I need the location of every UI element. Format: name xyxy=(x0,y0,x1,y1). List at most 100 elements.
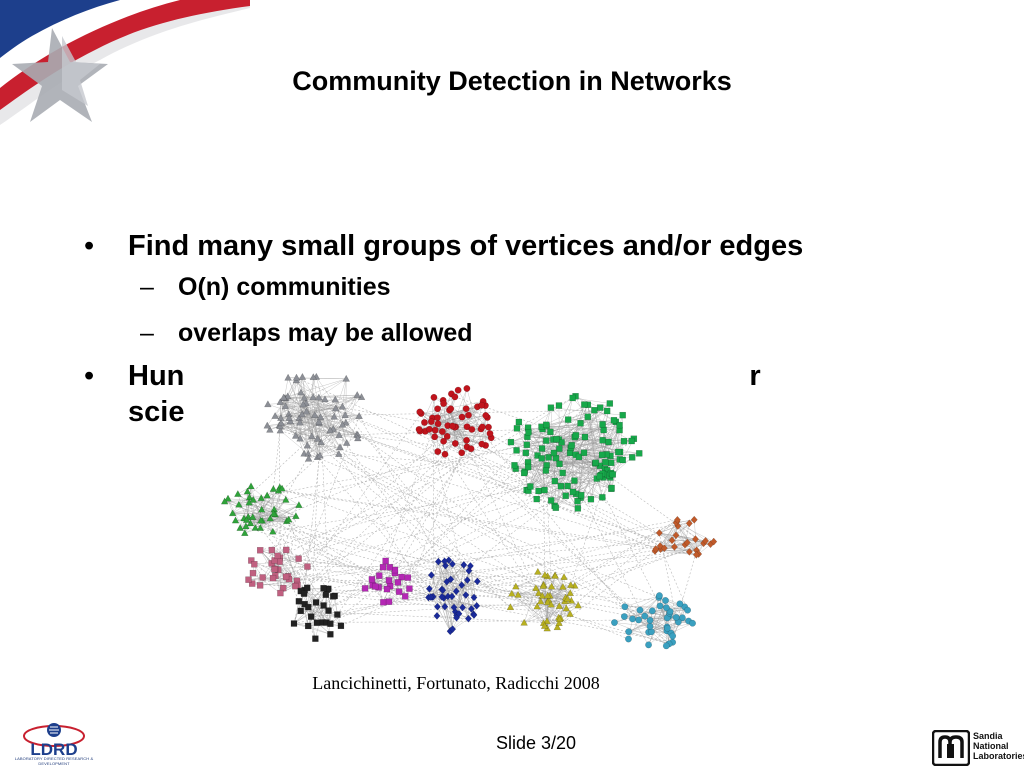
network-node xyxy=(547,582,556,590)
network-node xyxy=(427,593,435,601)
inter-community-edge xyxy=(326,570,469,623)
network-node xyxy=(636,450,643,457)
network-node xyxy=(520,469,528,477)
network-node xyxy=(292,373,301,381)
network-node xyxy=(298,372,307,380)
network-node xyxy=(453,613,461,622)
network-node xyxy=(338,420,347,428)
network-node xyxy=(279,393,288,401)
network-node xyxy=(547,600,555,608)
network-figure xyxy=(196,352,750,656)
network-node xyxy=(514,590,522,598)
network-node xyxy=(619,411,626,419)
inter-community-edge xyxy=(319,422,697,556)
sub-bullet-item: – overlaps may be allowed xyxy=(84,310,944,356)
network-node xyxy=(312,635,319,642)
sub-bullet-text: O(n) communities xyxy=(178,273,391,301)
network-node xyxy=(281,402,290,410)
network-node xyxy=(248,557,255,564)
network-node xyxy=(331,395,339,403)
bullet-text-start: Hun xyxy=(128,360,185,392)
network-node xyxy=(572,432,580,439)
network-node xyxy=(555,602,564,609)
network-node xyxy=(648,607,656,615)
network-node xyxy=(702,536,710,545)
network-node xyxy=(439,586,447,595)
inter-community-edge xyxy=(304,397,429,598)
network-node xyxy=(300,393,309,401)
network-node xyxy=(421,419,428,426)
network-node xyxy=(656,602,664,610)
network-node xyxy=(448,592,456,601)
network-node xyxy=(458,449,466,457)
network-node xyxy=(710,537,718,546)
network-node xyxy=(247,482,255,490)
network-node xyxy=(464,614,472,623)
network-node xyxy=(533,602,541,610)
inter-community-edge xyxy=(273,397,284,490)
bullet-marker: • xyxy=(84,230,95,262)
network-node xyxy=(625,628,633,636)
network-node xyxy=(341,411,349,419)
network-node xyxy=(542,467,550,474)
network-node xyxy=(463,385,471,392)
community-network-graph xyxy=(220,372,718,650)
network-node xyxy=(547,428,554,436)
network-node xyxy=(383,585,391,593)
network-node xyxy=(316,451,324,459)
network-node xyxy=(449,422,456,430)
network-node xyxy=(430,393,438,401)
network-node xyxy=(276,398,285,405)
inter-community-edge xyxy=(357,434,690,553)
community-orange xyxy=(651,515,718,559)
inter-community-edge xyxy=(300,566,308,592)
bullet-marker: • xyxy=(84,360,95,392)
network-node xyxy=(543,617,551,625)
network-node xyxy=(596,404,604,411)
network-node xyxy=(540,622,549,629)
network-node xyxy=(315,417,323,425)
network-node xyxy=(248,580,256,587)
network-node xyxy=(402,593,409,600)
network-node xyxy=(478,440,486,448)
inter-community-edge xyxy=(438,561,629,640)
network-node xyxy=(243,487,252,495)
inter-community-edge xyxy=(310,417,321,617)
network-node xyxy=(615,448,622,456)
community-black xyxy=(290,584,345,642)
network-node xyxy=(427,571,435,579)
network-node xyxy=(473,601,481,610)
network-node xyxy=(611,619,618,626)
network-node xyxy=(598,451,606,459)
network-node xyxy=(556,460,563,468)
network-node xyxy=(548,497,555,504)
network-node xyxy=(395,588,403,595)
network-node xyxy=(295,555,302,562)
network-node xyxy=(543,437,550,444)
network-node xyxy=(271,566,278,573)
network-node xyxy=(568,442,575,449)
network-node xyxy=(562,492,569,499)
inter-community-edge xyxy=(286,521,328,590)
inter-community-edge xyxy=(252,455,321,518)
network-node xyxy=(625,635,632,643)
network-node xyxy=(533,495,540,503)
network-node xyxy=(566,589,574,597)
bullet-text-line2: scie xyxy=(128,396,185,428)
network-node xyxy=(543,421,550,429)
inter-community-edge xyxy=(252,523,690,584)
network-node xyxy=(571,477,578,484)
network-node xyxy=(404,574,412,581)
network-node xyxy=(660,544,668,553)
network-node xyxy=(599,421,606,428)
network-node xyxy=(330,412,338,420)
network-node xyxy=(458,581,466,589)
inter-community-edge xyxy=(284,398,511,608)
network-node xyxy=(534,589,543,596)
inter-community-edge xyxy=(382,566,443,598)
community-magenta xyxy=(361,557,413,606)
network-node xyxy=(441,561,449,570)
community-clusters xyxy=(220,372,718,650)
network-node xyxy=(295,598,303,605)
network-node xyxy=(441,557,449,566)
